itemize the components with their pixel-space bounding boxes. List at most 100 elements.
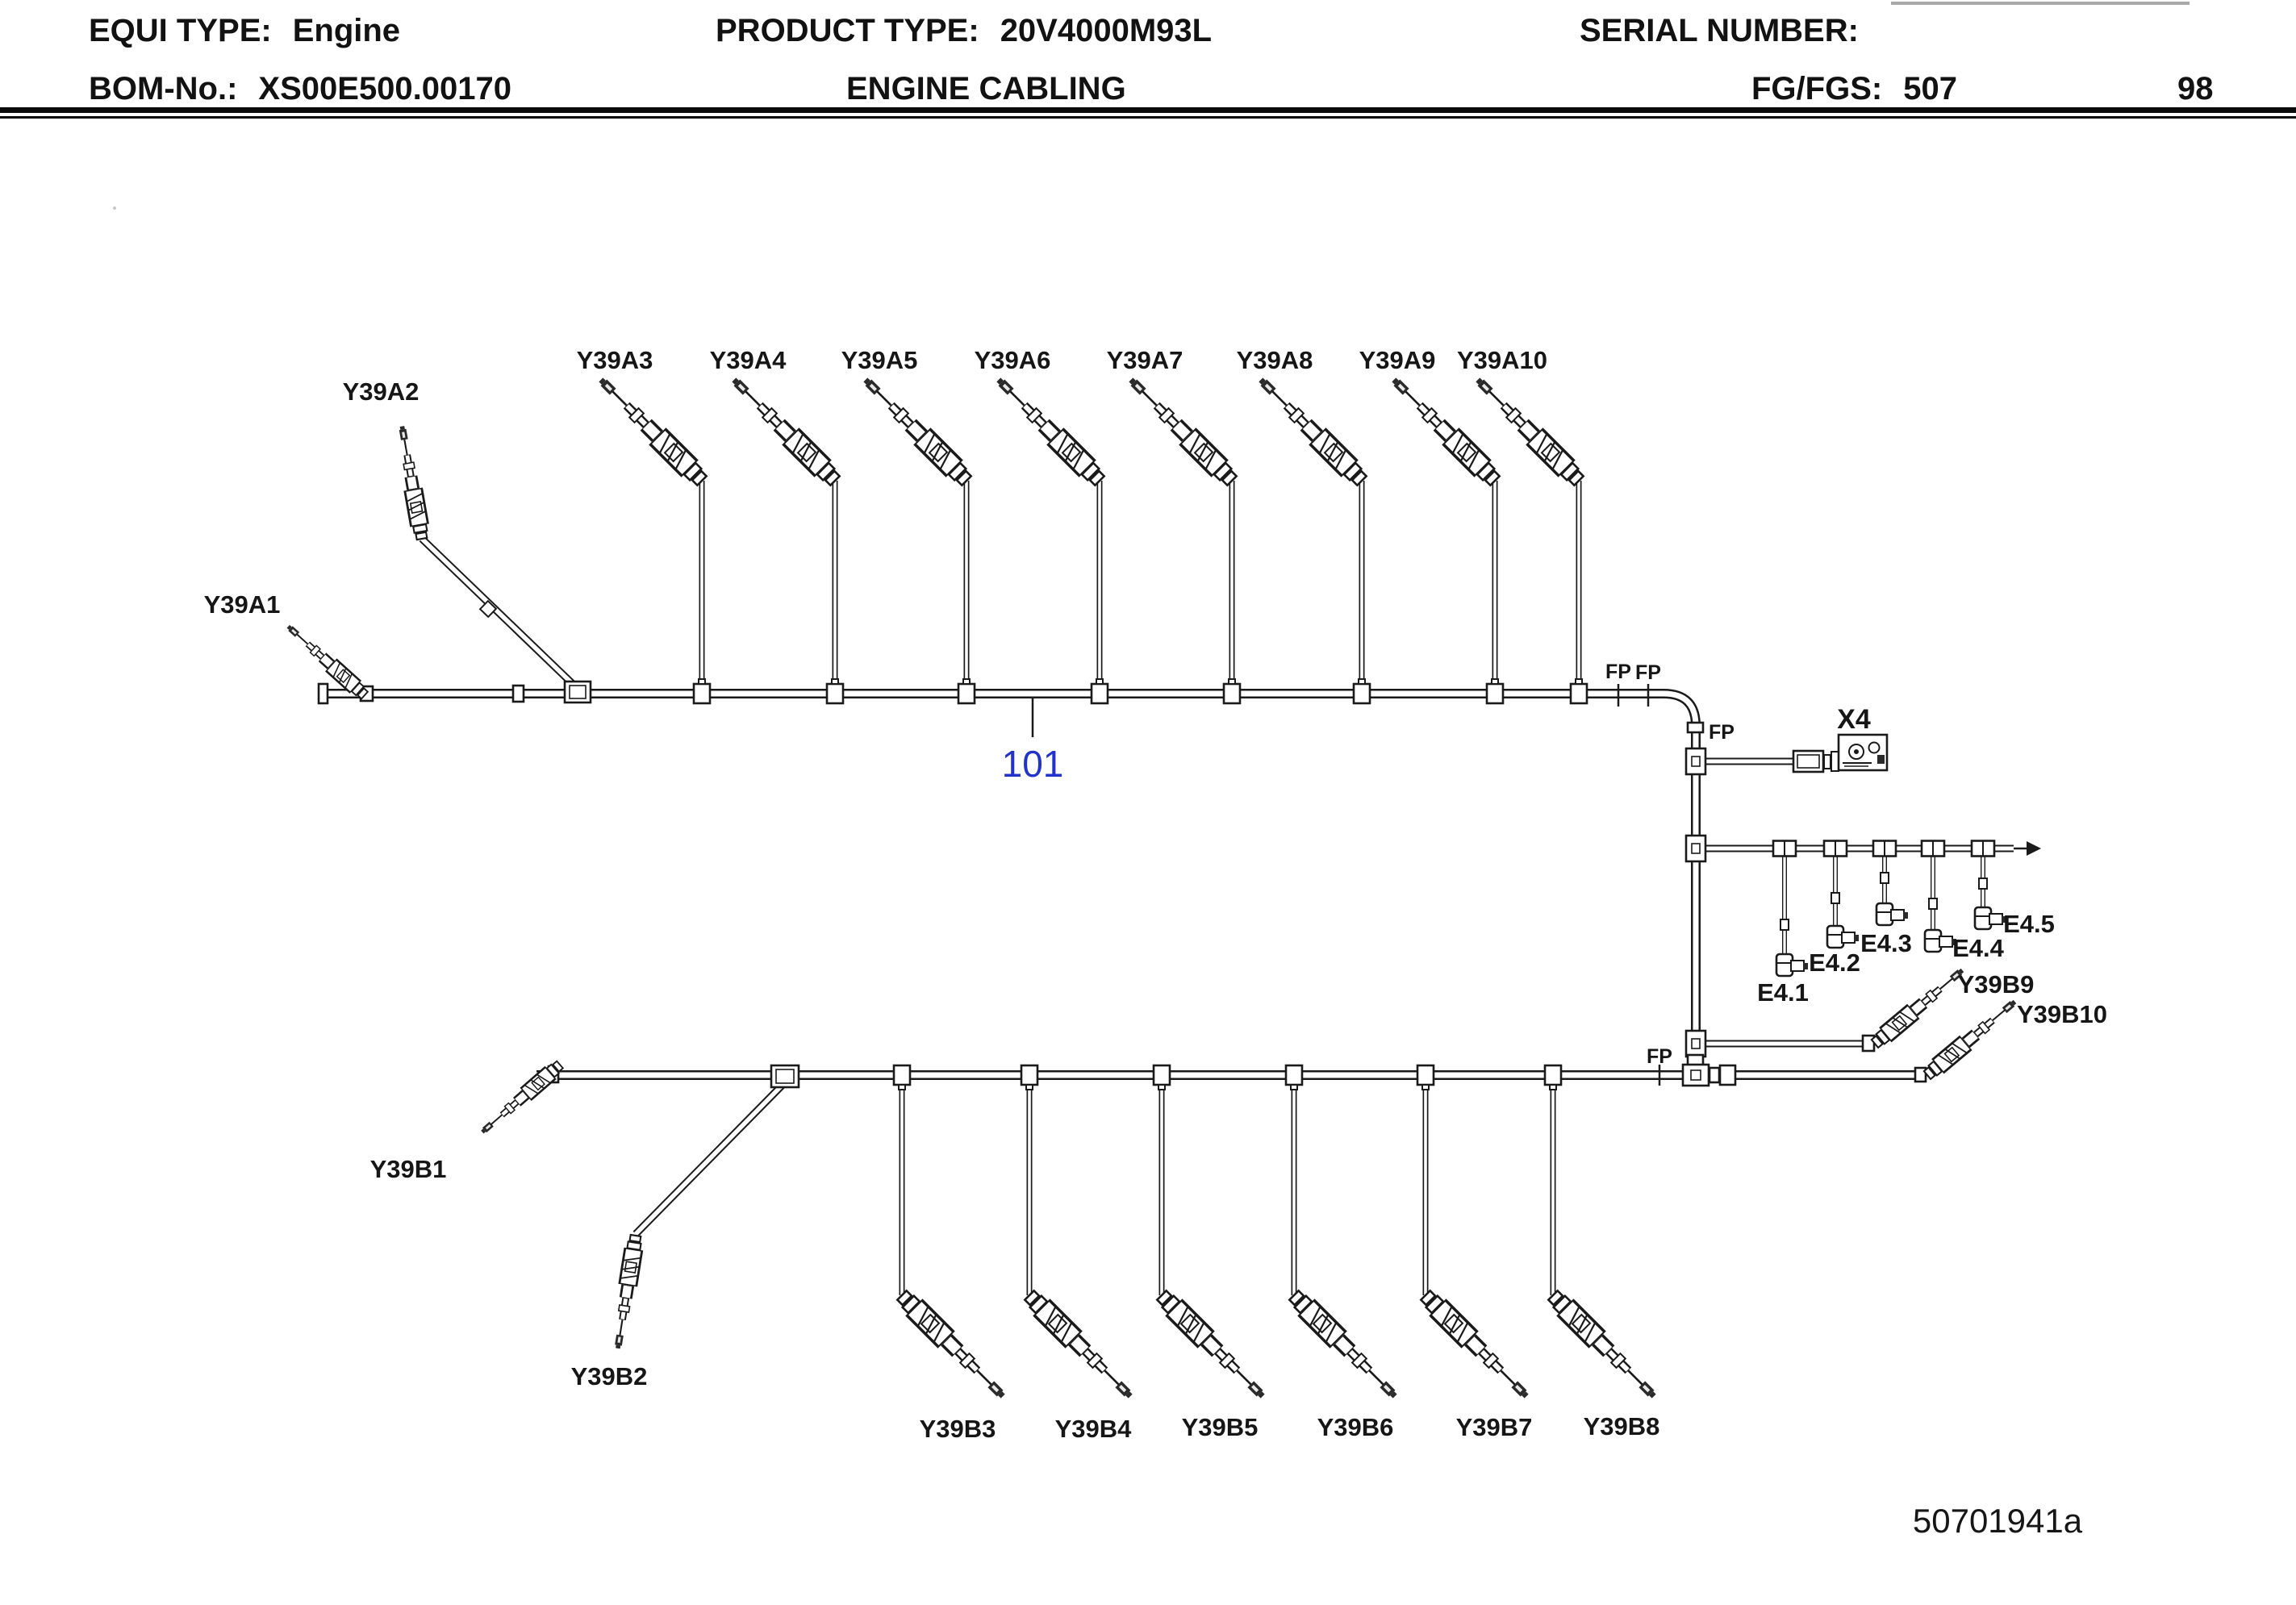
product-type-label: PRODUCT TYPE: — [716, 13, 979, 48]
bottom-bus-collar-r1 — [1708, 1066, 1721, 1084]
y39a5-bus-tee — [957, 677, 976, 705]
connector-y39a5 — [858, 373, 975, 489]
label-y39b2: Y39B2 — [571, 1362, 648, 1390]
top-injector-stems — [699, 481, 1582, 686]
label-fp-2: FP — [1635, 661, 1661, 684]
label-fp-4: FP — [1647, 1045, 1672, 1068]
serial-number-label: SERIAL NUMBER: — [1580, 13, 1859, 48]
y39b9-junction — [1684, 1029, 1707, 1058]
equi-type-value: Engine — [292, 13, 401, 48]
y39a6-bus-tee — [1090, 677, 1109, 705]
bom-label: BOM-No.: — [89, 71, 238, 106]
connector-y39a7 — [1124, 373, 1240, 489]
connector-y39b8 — [1546, 1288, 1662, 1404]
label-y39a1: Y39A1 — [204, 590, 281, 619]
e4-1-collar — [1780, 919, 1789, 931]
bottom-injector-stems — [899, 1082, 1556, 1295]
e4-5-collar — [1978, 878, 1988, 890]
e4-junction — [1684, 834, 1707, 863]
label-y39b6: Y39B6 — [1317, 1413, 1394, 1441]
header-rule-thick — [0, 107, 2296, 113]
label-e4-5: E4.5 — [2003, 910, 2055, 938]
label-y39b1: Y39B1 — [370, 1155, 447, 1183]
e4-rail-line — [1705, 841, 2041, 856]
label-y39b7: Y39B7 — [1456, 1413, 1533, 1441]
connector-y39a6 — [991, 373, 1108, 489]
connector-y39b1 — [478, 1059, 565, 1138]
label-y39b8: Y39B8 — [1584, 1412, 1660, 1440]
label-e4-4: E4.4 — [1952, 934, 2005, 962]
connector-y39b6 — [1287, 1288, 1403, 1404]
label-y39a2: Y39A2 — [343, 377, 420, 406]
label-y39a3: Y39A3 — [577, 346, 653, 374]
top-bus-collar-2 — [511, 684, 525, 703]
y39b10-end-fitting — [1914, 1066, 1927, 1083]
label-y39a5: Y39A5 — [841, 346, 918, 374]
y39a2-drop-cable — [419, 536, 578, 689]
e4-5-tee — [1970, 840, 1996, 857]
connector-y39b2 — [610, 1234, 645, 1349]
x4-connector — [1792, 733, 1889, 773]
y39b3-bus-tee — [892, 1064, 912, 1091]
top-border-artifact — [1891, 2, 2190, 5]
label-y39b5: Y39B5 — [1182, 1413, 1259, 1441]
connector-y39a3 — [594, 373, 710, 489]
e4-2-connector — [1826, 924, 1860, 949]
product-type: PRODUCT TYPE: 20V4000M93L — [716, 13, 1212, 49]
bottom-bus-tee-junction — [1681, 1063, 1710, 1087]
connector-y39b10 — [1922, 995, 2020, 1082]
y39a7-bus-tee — [1222, 677, 1242, 705]
connector-y39b3 — [895, 1288, 1011, 1404]
e4-4-collar — [1928, 898, 1938, 910]
e4-2-tee — [1822, 840, 1848, 857]
connector-y39a8 — [1254, 373, 1370, 489]
label-e4-1: E4.1 — [1757, 978, 1809, 1007]
y39b2-bus-tee — [770, 1064, 800, 1089]
e4-1-connector — [1775, 953, 1810, 978]
label-doc-code: 50701941a — [1913, 1502, 2083, 1540]
e4-2-collar — [1831, 892, 1840, 904]
fg-value: 507 — [1903, 71, 1957, 106]
label-e4-2: E4.2 — [1809, 948, 1860, 977]
label-y39a6: Y39A6 — [975, 346, 1051, 374]
fg-fgs: FG/FGS:507 — [1751, 71, 1957, 107]
rail-arrowhead — [2027, 841, 2041, 856]
y39b4-bus-tee — [1020, 1064, 1039, 1091]
connector-y39b4 — [1022, 1288, 1138, 1404]
connector-y39b9 — [1869, 964, 1968, 1050]
label-harness-ref-101: 101 — [1002, 743, 1064, 785]
y39b8-bus-tee — [1543, 1064, 1563, 1091]
label-y39a10: Y39A10 — [1457, 346, 1547, 374]
e4-3-tee — [1872, 840, 1897, 857]
y39b2-drop-cable — [632, 1079, 788, 1237]
y39a8-bus-tee — [1352, 677, 1371, 705]
y39b9-end-fitting — [1861, 1034, 1876, 1053]
e4-1-tee — [1772, 840, 1797, 857]
e4-3-connector — [1875, 902, 1910, 927]
y39a3-bus-tee — [692, 677, 712, 705]
y39a9-bus-tee — [1485, 677, 1505, 705]
label-y39b10: Y39B10 — [2017, 1000, 2107, 1028]
label-x4: X4 — [1837, 704, 1871, 735]
y39a2-bus-tee — [563, 680, 592, 704]
y39b5-bus-tee — [1152, 1064, 1171, 1091]
y39a4-bus-tee — [825, 677, 845, 705]
label-y39a9: Y39A9 — [1359, 346, 1436, 374]
e4-3-collar — [1880, 872, 1889, 884]
connector-y39a4 — [727, 373, 843, 489]
bom-value: XS00E500.00170 — [258, 71, 512, 106]
label-y39b3: Y39B3 — [920, 1415, 996, 1443]
product-type-value: 20V4000M93L — [1000, 13, 1213, 48]
connector-y39b5 — [1154, 1288, 1271, 1404]
label-e4-3: E4.3 — [1860, 929, 1912, 957]
equi-type: EQUI TYPE:Engine — [89, 13, 400, 49]
top-bus-endcap — [317, 682, 329, 705]
header-rule-thin — [0, 116, 2296, 119]
label-y39a4: Y39A4 — [710, 346, 787, 374]
label-y39b4: Y39B4 — [1055, 1415, 1133, 1443]
label-fp-1: FP — [1605, 661, 1631, 683]
e4-5-connector — [1973, 906, 2008, 931]
bottom-bus-collar-r2 — [1718, 1064, 1737, 1086]
